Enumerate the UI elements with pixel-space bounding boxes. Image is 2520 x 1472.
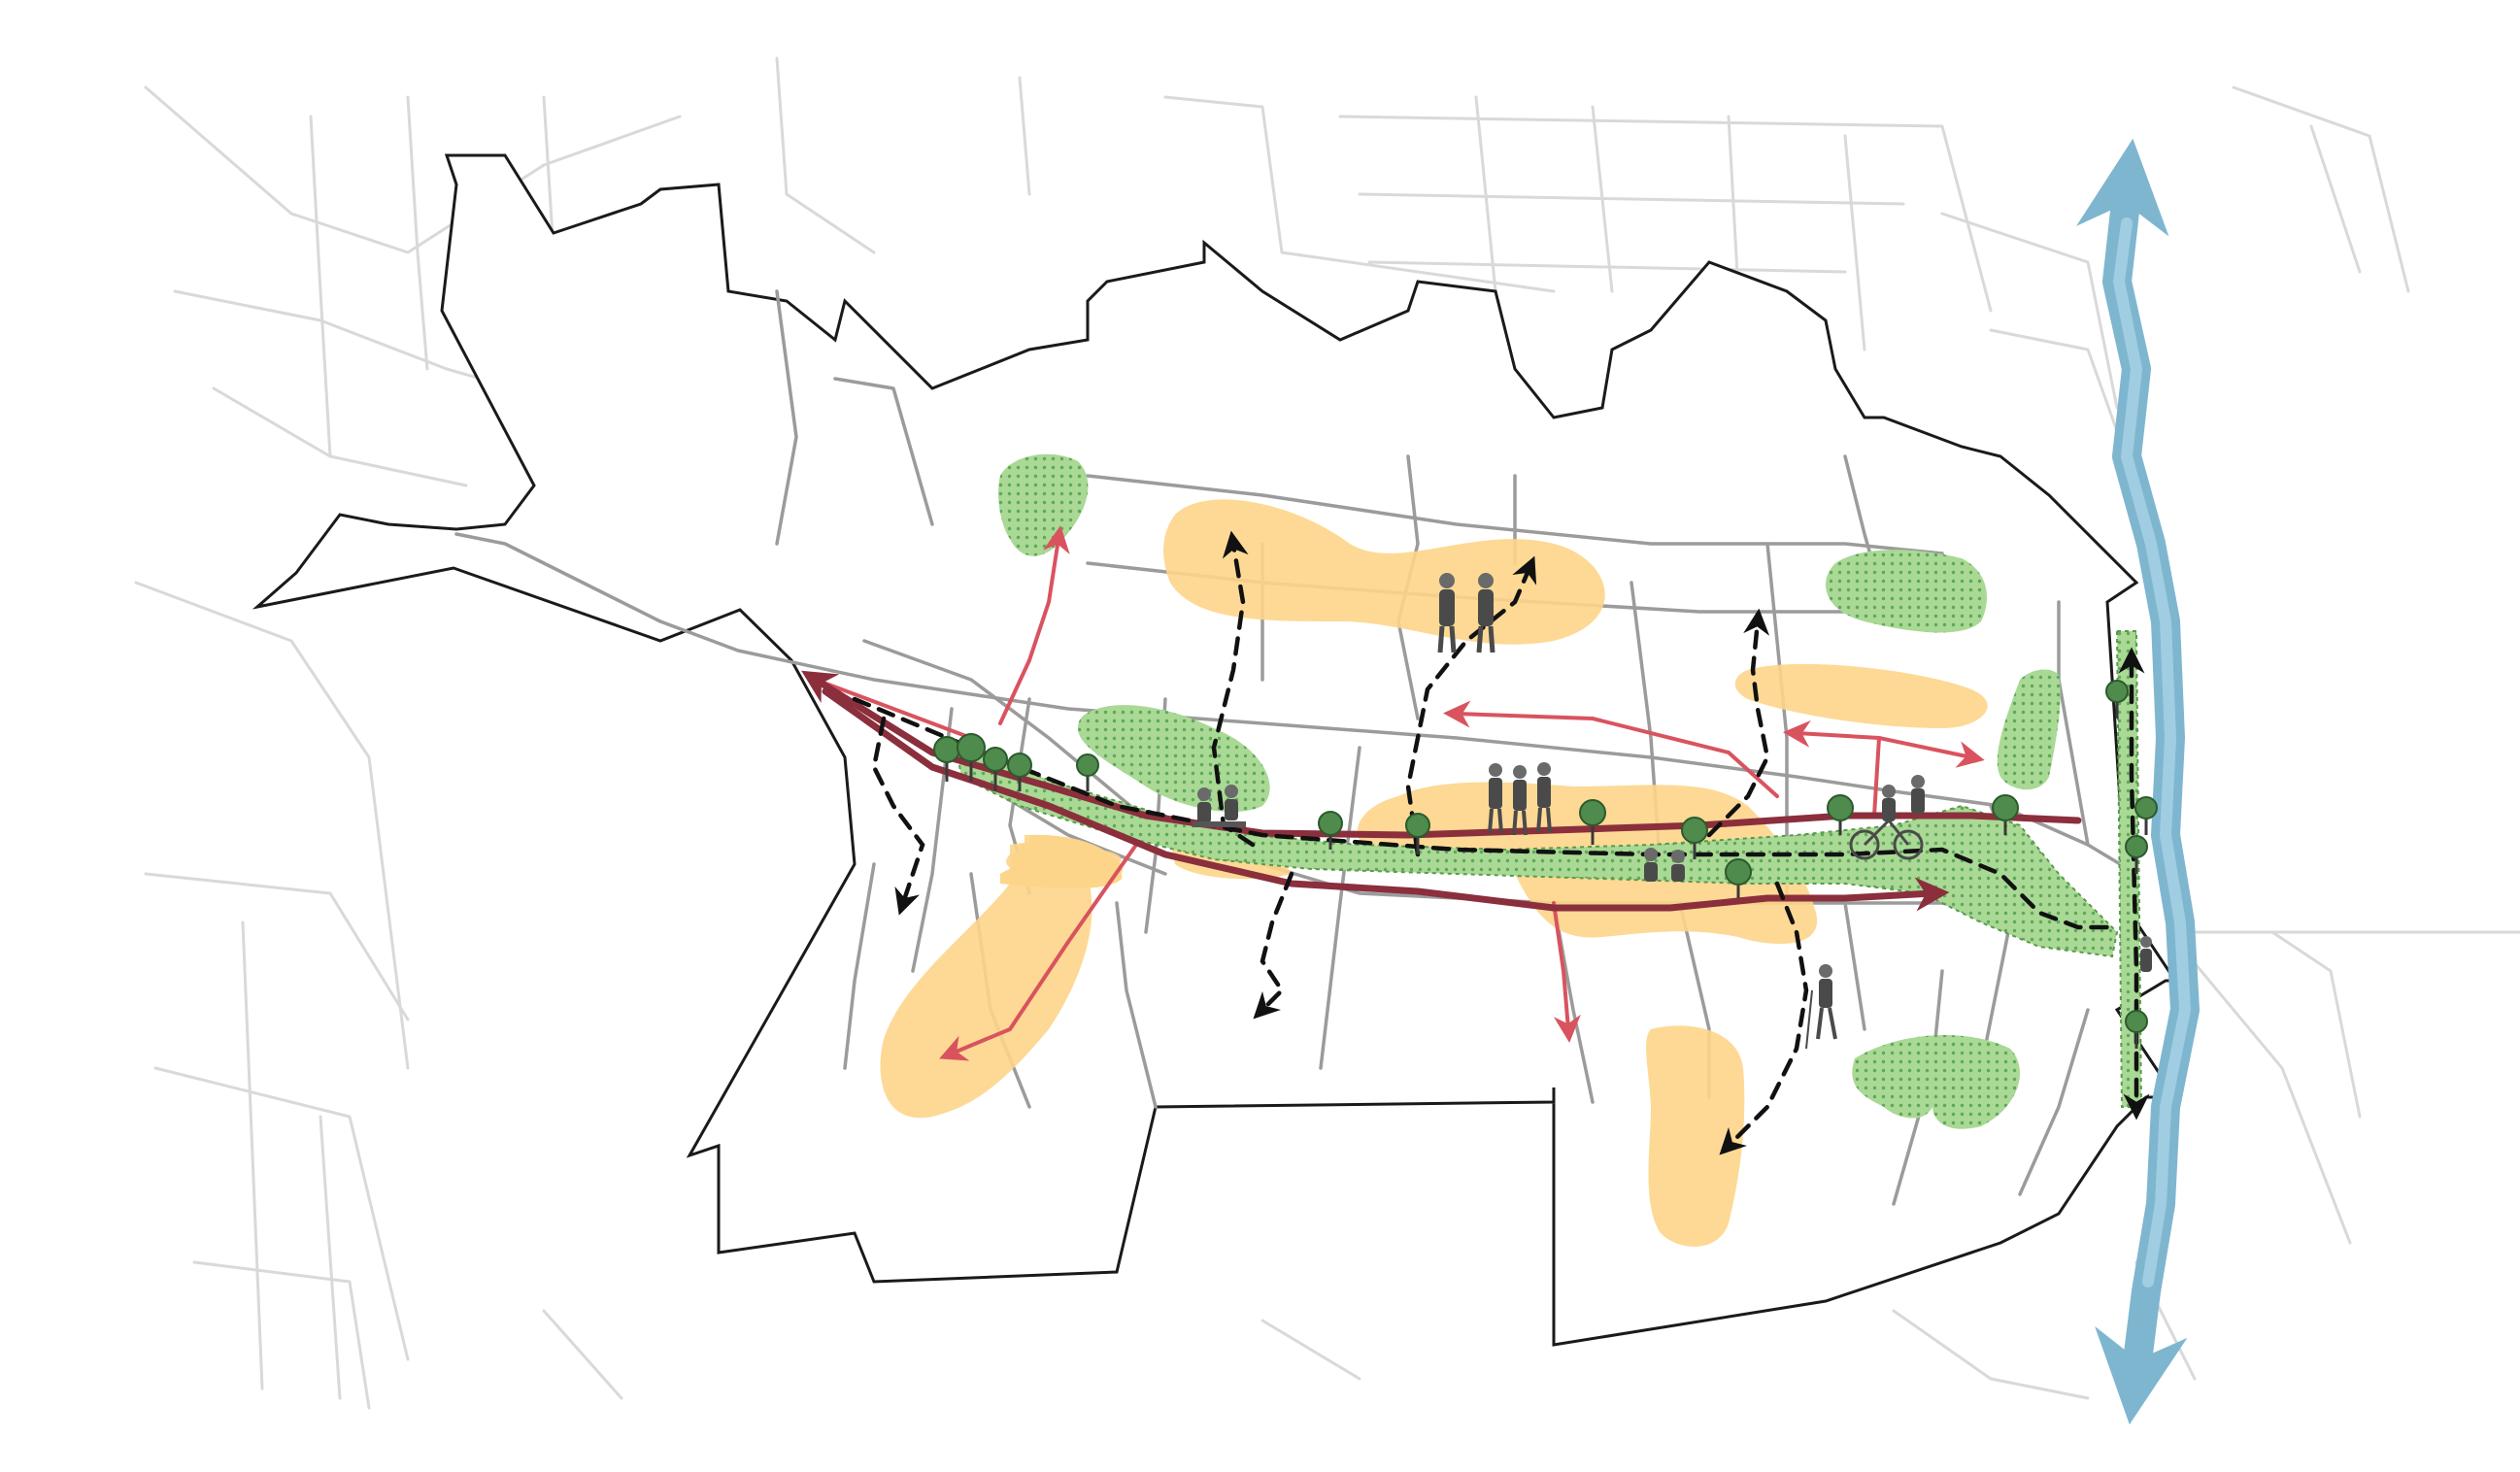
seated-people-icon [1644,848,1685,882]
tree-icon-cluster-riverside [2105,680,2158,1049]
tree-icon [2125,835,2148,874]
seated-people-icon [1193,785,1246,827]
tree-icon [1405,813,1430,854]
tree-icon [1579,799,1606,845]
tree-icon [2125,1010,2148,1049]
riverside-pedestrian-icon [2140,936,2152,972]
tree-icon [2105,680,2129,719]
hiker-icon [1805,964,1837,1050]
tree-icon [1007,753,1032,791]
tree-icon [1318,811,1343,850]
tree-icon [1681,817,1708,859]
tree-icon [2134,796,2158,835]
river [2076,138,2200,1425]
tree-icon [957,733,986,782]
secondary-routes [814,525,1985,1061]
tree-icon [1725,858,1752,898]
elderly-couple-icon [1437,573,1495,653]
tree-icon-cluster-west [933,733,1099,791]
tree-icon [1992,794,2019,835]
tree-icon [1076,753,1099,791]
tree-icon [933,736,960,782]
tree-icon [983,747,1008,791]
pedestrian-group-icon [1488,762,1552,836]
tree-icon [1827,794,1854,835]
cyclist-icon [1849,775,1925,860]
tree-icon-cluster-center [1318,794,2019,898]
